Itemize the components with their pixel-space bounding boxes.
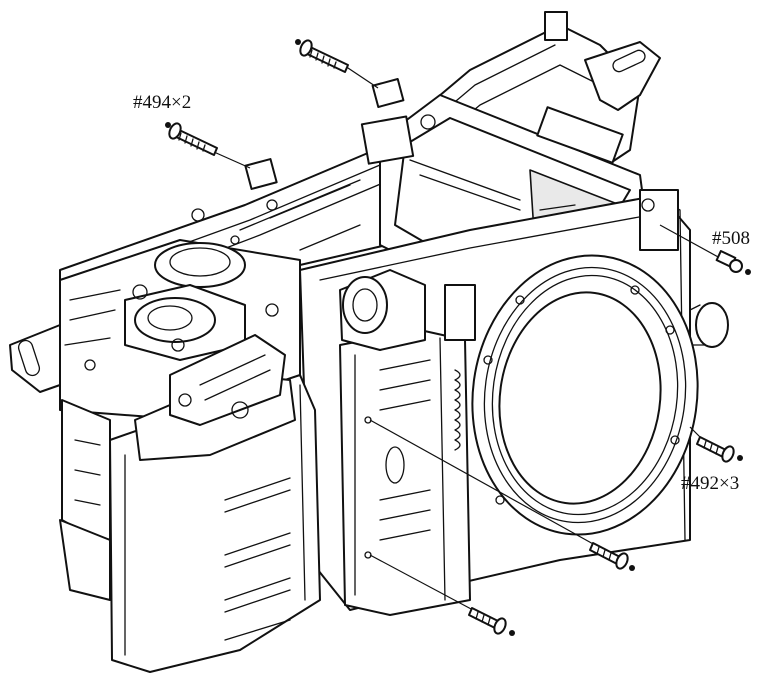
screw-492-c xyxy=(369,554,515,636)
grip-housing xyxy=(109,334,321,673)
screw-508 xyxy=(659,224,751,275)
screw-492-a xyxy=(689,426,743,463)
lens-mount xyxy=(471,254,699,536)
label-screw-492: #492×3 xyxy=(681,473,739,494)
strap-lug-right xyxy=(584,41,661,111)
screw-top-center xyxy=(295,39,379,89)
rear-frame-left xyxy=(59,399,111,601)
label-screw-508: #508 xyxy=(712,228,750,249)
screw-492-b xyxy=(369,419,635,571)
screw-494 xyxy=(165,122,251,169)
label-screw-494: #494×2 xyxy=(133,92,191,113)
shutter-unit xyxy=(339,269,476,616)
